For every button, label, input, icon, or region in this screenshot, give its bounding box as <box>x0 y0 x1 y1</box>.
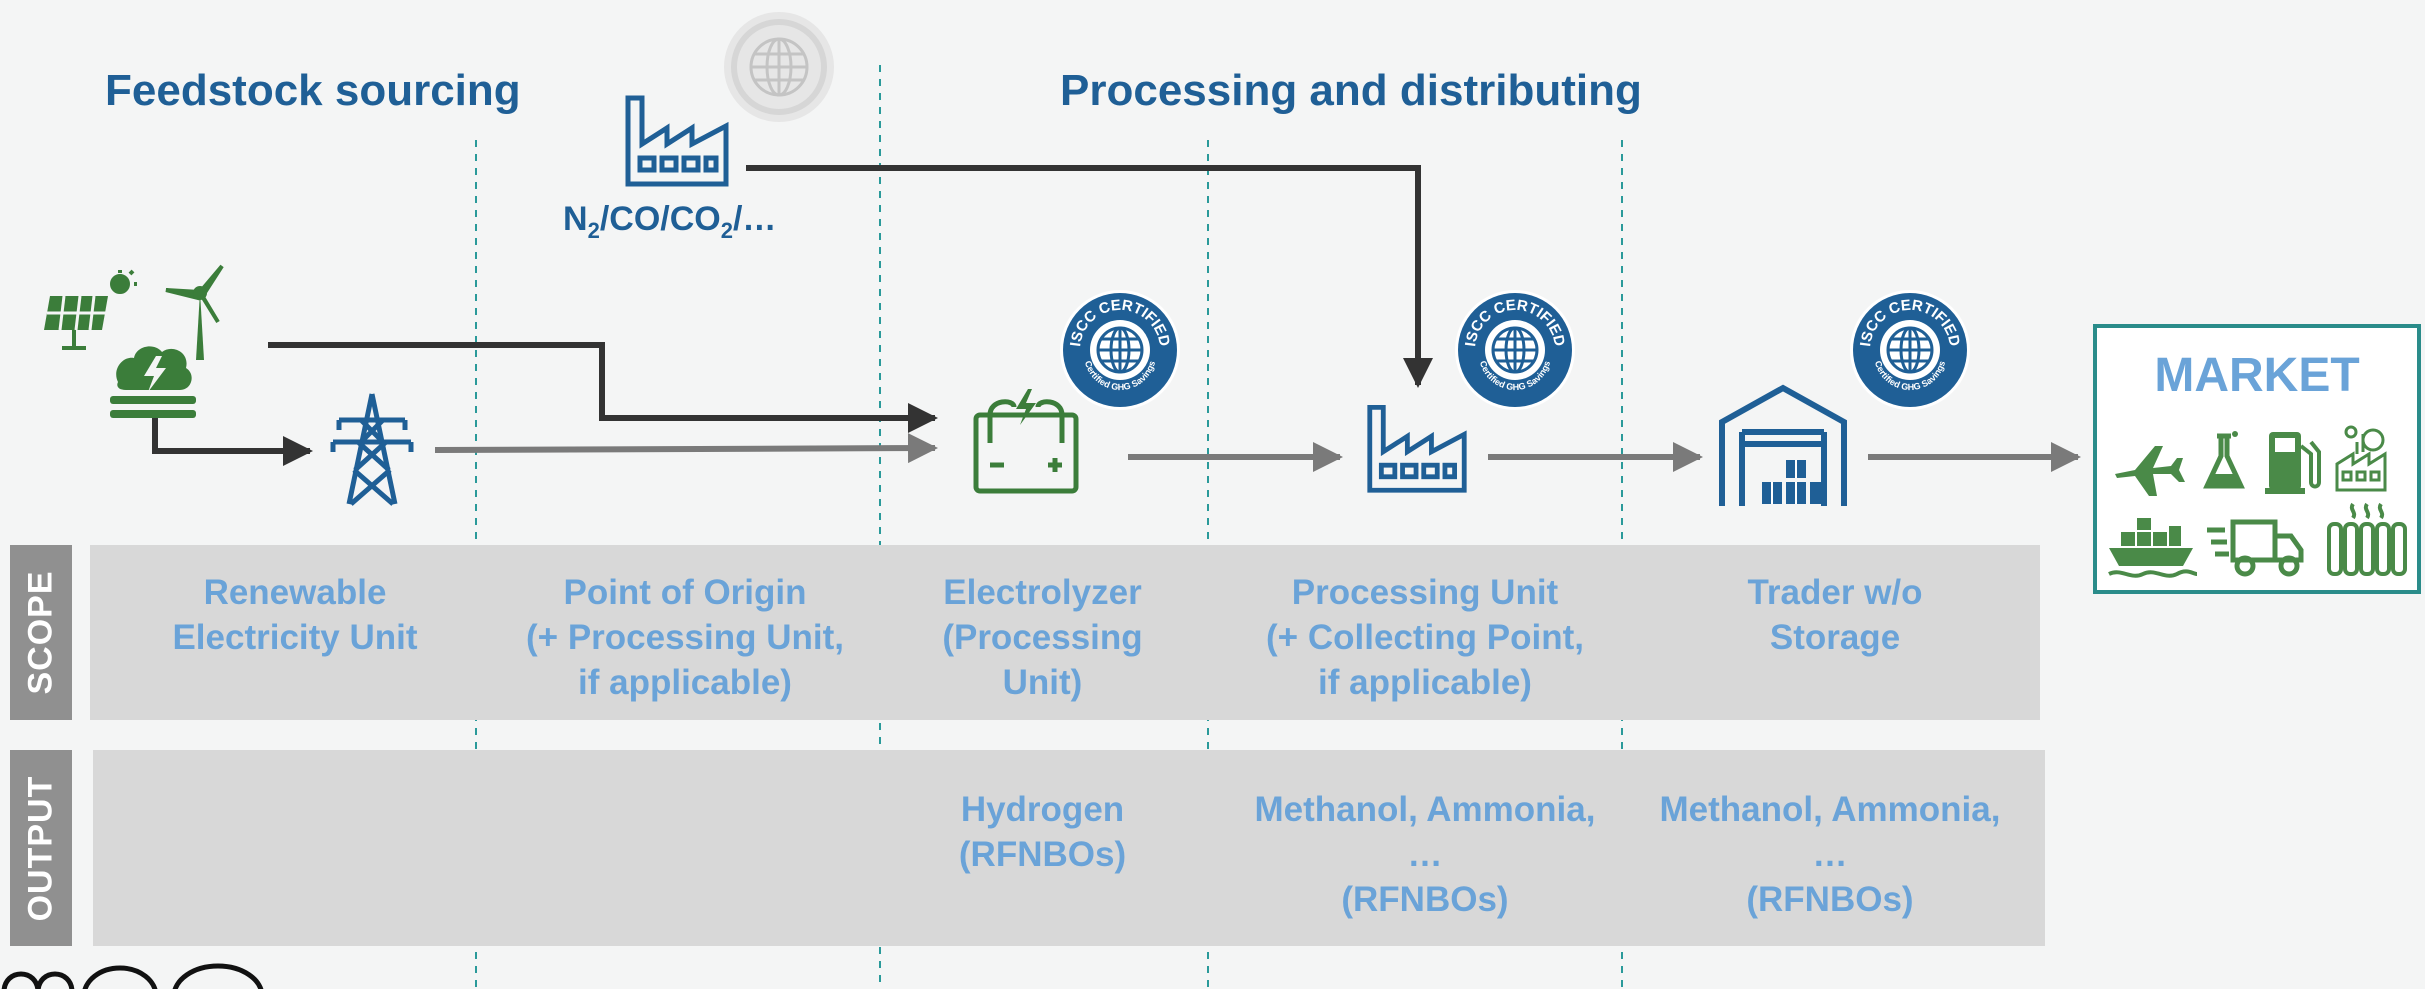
scope-cell-line: Renewable <box>203 573 387 612</box>
scope-cell-line: if applicable) <box>578 663 792 702</box>
power-pylon-icon <box>330 393 414 506</box>
output-cell-line: Hydrogen <box>960 790 1125 829</box>
output-cell-line: … <box>1407 835 1443 874</box>
factory-icon <box>625 95 729 187</box>
gas-label-ellipsis: /… <box>732 200 777 238</box>
iscc-badge-processing: ISCC CERTIFIED Certified GHG Savings <box>1453 288 1577 417</box>
scope-cell-line: Point of Origin <box>563 573 807 612</box>
wind-turbine-icon <box>165 264 224 360</box>
warehouse-icon <box>1719 384 1847 506</box>
output-row-label-text: OUTPUT <box>21 775 60 921</box>
output-cell-line: (RFNBOs) <box>1341 880 1509 919</box>
output-cell-processing-unit: Methanol, Ammonia, … (RFNBOs) <box>1215 787 1635 922</box>
market-icons <box>2108 425 2407 578</box>
scope-cell-line: (+ Collecting Point, <box>1266 618 1584 657</box>
output-cell-trader: Methanol, Ammonia, … (RFNBOs) <box>1625 787 2035 922</box>
scope-row-label: SCOPE <box>10 545 72 720</box>
output-cell-line: Methanol, Ammonia, <box>1659 790 2001 829</box>
arrow-gas-processing <box>746 165 1433 388</box>
scope-cell-electrolyzer: Electrolyzer (Processing Unit) <box>895 570 1190 705</box>
arrow-renewables-pylon <box>152 418 313 466</box>
output-band <box>93 750 2045 946</box>
scope-cell-line: Electrolyzer <box>943 573 1142 612</box>
ship-icon <box>2108 518 2198 578</box>
scope-row-label-text: SCOPE <box>21 570 60 695</box>
gas-label-sub: 2 <box>587 217 600 243</box>
processing-heading: Processing and distributing <box>1060 66 1642 115</box>
scope-cell-trader: Trader w/o Storage <box>1640 570 2030 660</box>
scope-band <box>90 545 2040 720</box>
iscc-certified-badge-icon: ISCC CERTIFIED Certified GHG Savings <box>1455 290 1575 410</box>
feedstock-heading: Feedstock sourcing <box>105 66 521 115</box>
flask-icon <box>2203 431 2245 489</box>
output-row-label: OUTPUT <box>10 750 72 946</box>
scope-cell-line: Unit) <box>1002 663 1083 702</box>
output-cell-line: Methanol, Ammonia, <box>1254 790 1596 829</box>
radiator-icon <box>2327 502 2407 576</box>
market-title: MARKET <box>2154 349 2360 402</box>
scope-cell-line: (Processing <box>942 618 1143 657</box>
electrolyzer-battery-icon <box>973 389 1079 494</box>
gas-label-n: N <box>563 200 588 238</box>
scope-cell-processing-unit: Processing Unit (+ Collecting Point, if … <box>1215 570 1635 705</box>
factory-icon <box>1367 404 1467 493</box>
faded-globe-icon <box>724 12 834 122</box>
hydro-icon <box>110 346 196 418</box>
output-cell-line: (RFNBOs) <box>958 835 1127 874</box>
scope-cell-line: if applicable) <box>1318 663 1532 702</box>
output-cell-line: (RFNBOs) <box>1746 880 1914 919</box>
iscc-badge-trader: ISCC CERTIFIED Certified GHG Savings <box>1848 288 1972 417</box>
industry-icon <box>2335 425 2387 492</box>
scope-cell-line: Electricity Unit <box>172 618 418 657</box>
market-box: MARKET <box>2093 324 2421 594</box>
iscc-certified-badge-icon: ISCC CERTIFIED Certified GHG Savings <box>1850 290 1970 410</box>
scope-cell-line: Storage <box>1769 618 1901 657</box>
iscc-certified-badge-icon: ISCC CERTIFIED Certified GHG Savings <box>1060 290 1180 410</box>
scope-cell-renewable: Renewable Electricity Unit <box>120 570 470 660</box>
gas-label: N2/CO/CO2/… <box>563 200 776 244</box>
output-cell-line: … <box>1812 835 1848 874</box>
solar-panel-icon <box>44 269 137 350</box>
truck-icon <box>2207 519 2304 577</box>
fuel-pump-icon <box>2265 432 2321 494</box>
gas-label-sub: 2 <box>720 217 733 243</box>
iscc-badge-electrolyzer: ISCC CERTIFIED Certified GHG Savings <box>1058 288 1182 417</box>
scope-cell-point-of-origin: Point of Origin (+ Processing Unit, if a… <box>490 570 880 705</box>
scope-cell-line: Trader w/o <box>1747 573 1923 612</box>
partial-logo <box>1 963 264 989</box>
arrow-pylon-electrolyzer <box>434 433 938 464</box>
scope-cell-line: Processing Unit <box>1291 573 1559 612</box>
airplane-icon <box>2115 446 2185 496</box>
scope-cell-line: (+ Processing Unit, <box>526 618 844 657</box>
output-cell-electrolyzer: Hydrogen (RFNBOs) <box>895 787 1190 877</box>
arrow-renewables-electrolyzer <box>268 342 938 433</box>
gas-label-co: /CO/CO <box>599 200 721 238</box>
